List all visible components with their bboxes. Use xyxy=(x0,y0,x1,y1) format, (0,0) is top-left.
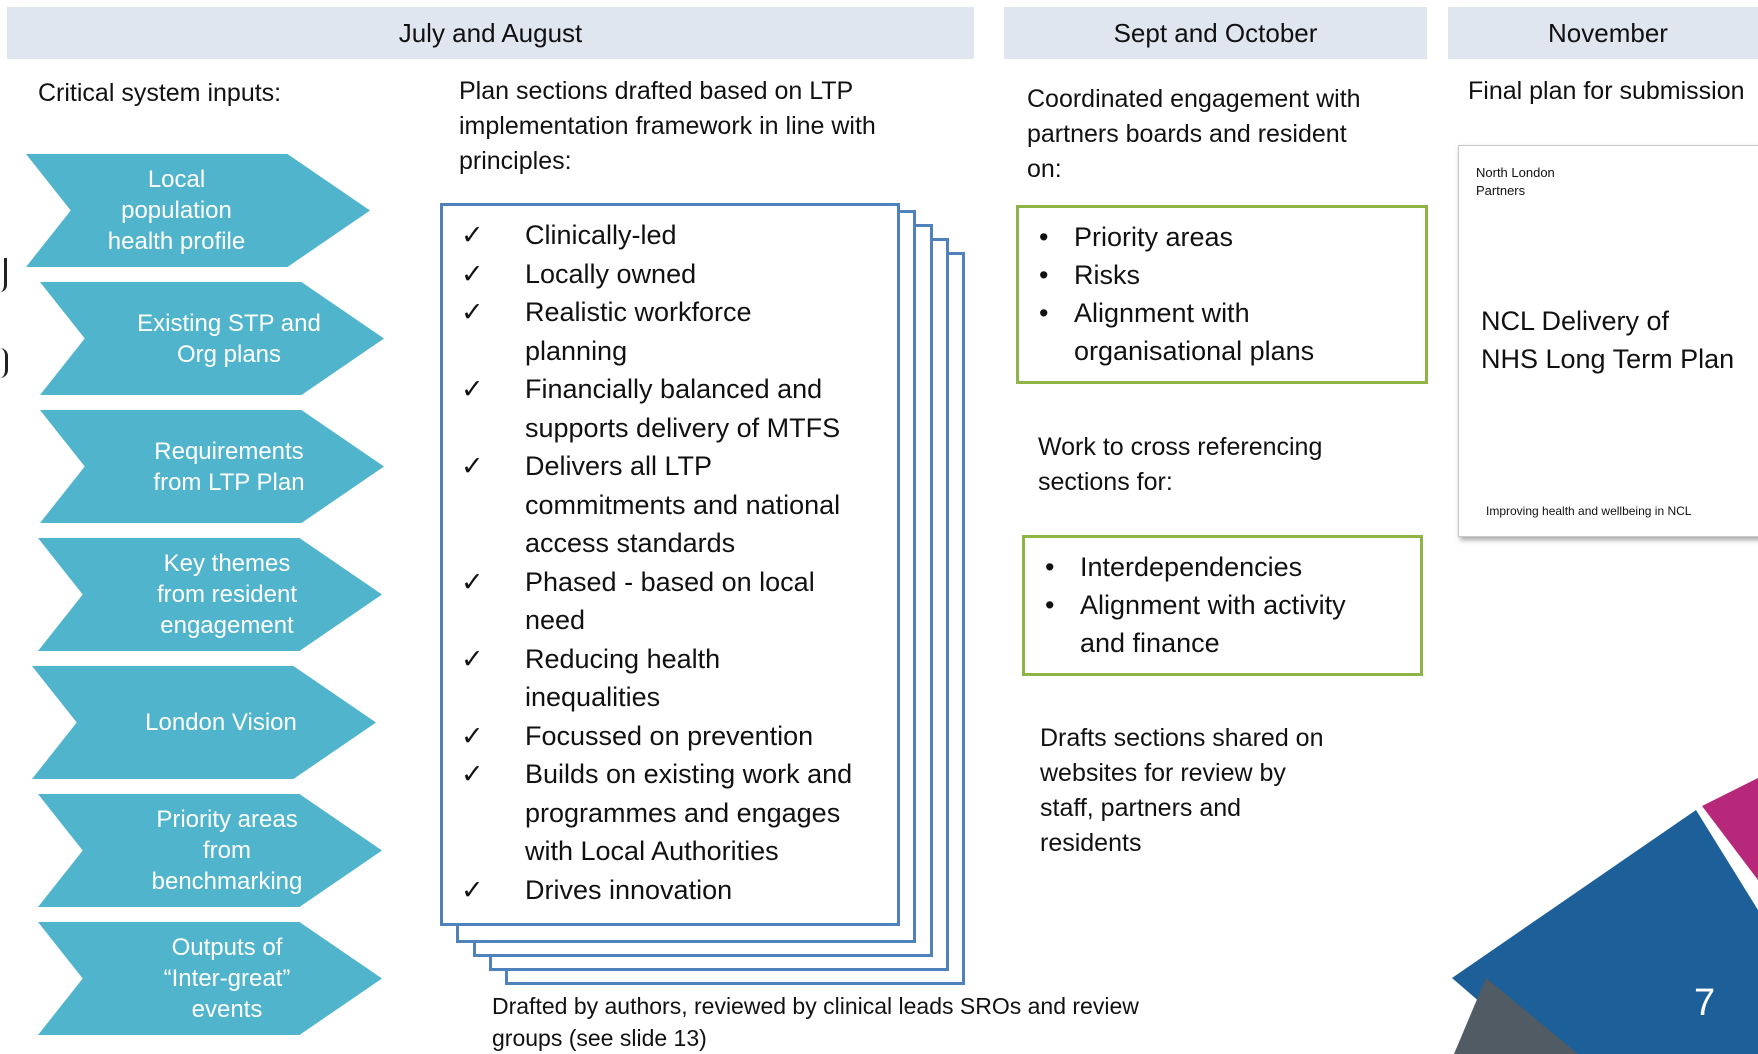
bullet-icon: • xyxy=(1039,298,1049,328)
magenta-shape xyxy=(1702,778,1758,880)
principle-item: ✓Drives innovation xyxy=(443,871,897,910)
inputs-title: Critical system inputs: xyxy=(38,79,282,107)
final-intro: Final plan for submission xyxy=(1468,77,1745,105)
check-icon: ✓ xyxy=(461,220,484,250)
check-icon: ✓ xyxy=(461,451,484,481)
slate-shape xyxy=(1454,978,1578,1054)
bullet-icon: • xyxy=(1045,552,1055,582)
input-chevron-inter-great-events: Outputs of“Inter-great”events xyxy=(38,922,382,1035)
check-icon: ✓ xyxy=(461,759,484,789)
bullet-icon: • xyxy=(1039,260,1049,290)
bullet-icon: • xyxy=(1045,590,1055,620)
page-number: 7 xyxy=(1694,982,1716,1024)
check-icon: ✓ xyxy=(461,374,484,404)
topic-item: •Risks xyxy=(1019,256,1425,294)
blue-shape xyxy=(1452,810,1758,1054)
corner-decoration xyxy=(1452,778,1758,1054)
principle-item: ✓Clinically-led xyxy=(443,216,897,255)
principle-item: ✓Focussed on prevention xyxy=(443,717,897,756)
principle-item: ✓Locally owned xyxy=(443,255,897,294)
document-footer: Improving health and wellbeing in NCL xyxy=(1486,504,1692,518)
header-november: November xyxy=(1448,7,1758,59)
check-icon: ✓ xyxy=(461,297,484,327)
drafting-footer: Drafted by authors, reviewed by clinical… xyxy=(492,993,1139,1051)
chevron-label: Outputs of“Inter-great”events xyxy=(163,934,291,1023)
cross-ref-item: •Interdependencies xyxy=(1025,548,1420,586)
check-icon: ✓ xyxy=(461,643,484,674)
check-icon: ✓ xyxy=(461,566,484,597)
input-chevron-london-vision: London Vision xyxy=(32,666,376,779)
cross-ref-box: •Interdependencies •Alignment with activ… xyxy=(1022,535,1423,676)
check-icon: ✓ xyxy=(461,720,484,751)
header-sept-october: Sept and October xyxy=(1004,7,1427,59)
bullet-icon: • xyxy=(1039,222,1049,252)
clipped-edge-text xyxy=(0,240,8,420)
topic-item: •Priority areas xyxy=(1019,218,1425,256)
cross-ref-list: •Interdependencies •Alignment with activ… xyxy=(1025,548,1420,662)
chevron-label: London Vision xyxy=(145,709,297,736)
principles-list: ✓Clinically-led ✓Locally owned ✓Realisti… xyxy=(443,216,897,909)
header-july-august: July and August xyxy=(7,7,974,59)
check-icon: ✓ xyxy=(461,258,484,289)
principles-box: ✓Clinically-led ✓Locally owned ✓Realisti… xyxy=(440,203,900,926)
check-icon: ✓ xyxy=(461,874,484,905)
